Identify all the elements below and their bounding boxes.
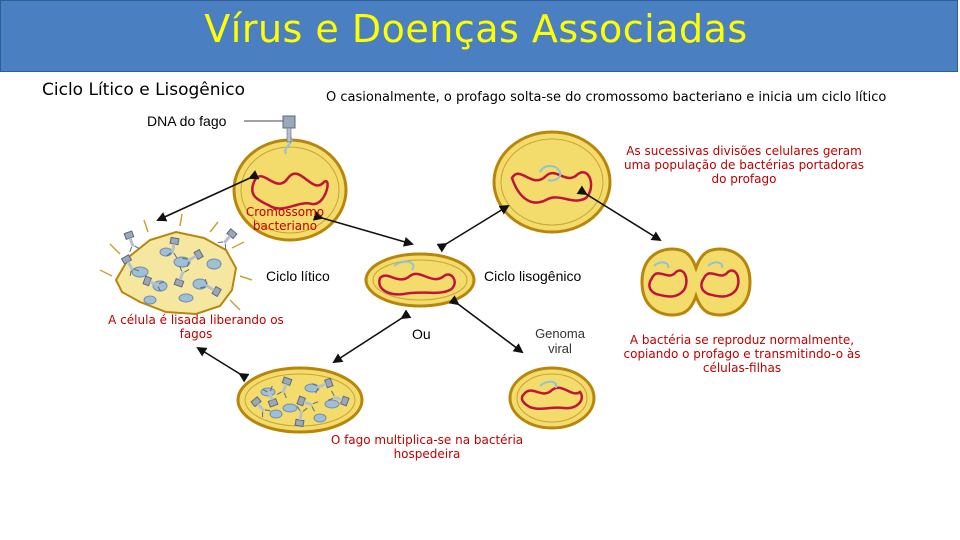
arrow-multiplying-to-lysis — [196, 346, 250, 383]
center-cell — [364, 252, 476, 308]
page-title: Vírus e Doenças Associadas — [204, 7, 748, 51]
lysogen-cell — [492, 130, 612, 234]
dividing-cell — [640, 247, 752, 317]
top-note: O casionalmente, o profago solta-se do c… — [326, 90, 887, 105]
bacterial-chromosome-label: Cromossomo bacteriano — [245, 205, 325, 233]
arrow-center-to-lysogen — [436, 204, 510, 253]
or-label: Ou — [412, 326, 431, 342]
arrow-center-to-genome — [448, 295, 524, 354]
subtitle: Ciclo Lítico e Lisogênico — [42, 80, 246, 100]
cell-lysed-label: A célula é lisada liberando os fagos — [108, 313, 284, 341]
dna-phage-label: DNA do fago — [147, 113, 227, 129]
phage-multiplies-label: O fago multiplica-se na bactéria hospede… — [330, 433, 524, 461]
lysing-cell — [99, 213, 253, 316]
arrow-infection-to-center — [312, 210, 414, 247]
lysogenic-cycle-label: Ciclo lisogênico — [484, 268, 582, 284]
bacterium-reproduces-label: A bactéria se reproduz normalmente, copi… — [623, 333, 861, 375]
lytic-cycle-label: Ciclo lítico — [266, 268, 330, 284]
viral-genome-label: Genoma viral — [535, 326, 585, 356]
arrow-lysogen-to-dividing — [576, 185, 662, 242]
multiplying-cell — [236, 366, 364, 434]
viral-genome-cell — [508, 366, 596, 430]
successive-divisions-label: As sucessivas divisões celulares geram u… — [623, 144, 865, 186]
title-bar: Vírus e Doenças Associadas — [0, 0, 958, 72]
arrow-center-to-multiplying — [332, 309, 412, 364]
arrow-infection-to-lysis — [156, 170, 260, 222]
